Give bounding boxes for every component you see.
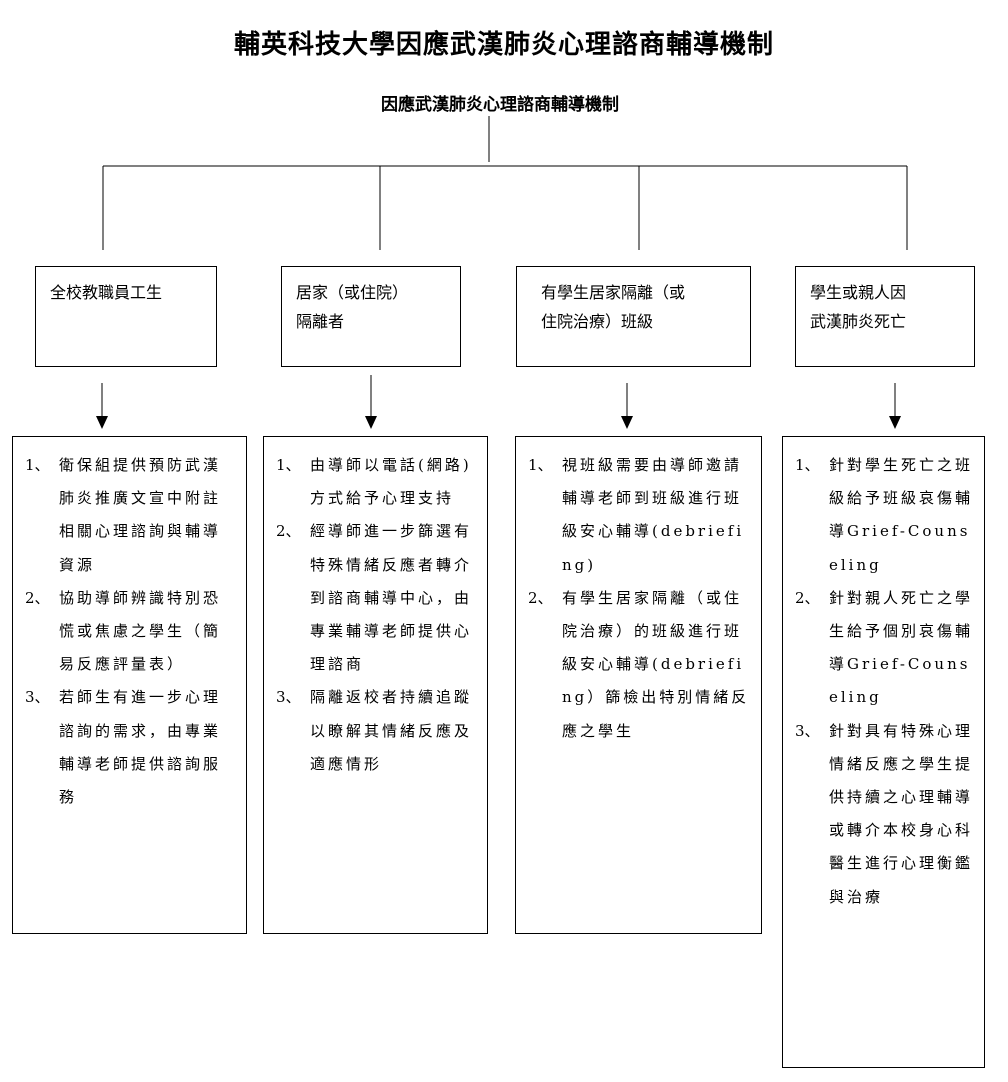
detail-item: 2、協助導師辨識特別恐慌或焦慮之學生（簡易反應評量表） xyxy=(25,582,236,682)
detail-item: 3、若師生有進一步心理諮詢的需求，由專業輔導老師提供諮詢服務 xyxy=(25,681,236,814)
detail-list: 1、針對學生死亡之班級給予班級哀傷輔導Grief-Counseling 2、針對… xyxy=(795,449,974,914)
item-number: 2、 xyxy=(25,588,50,607)
item-text: 有學生居家隔離（或住院治療）的班級進行班級安心輔導(debriefing）篩檢出… xyxy=(562,588,750,740)
item-number: 3、 xyxy=(795,721,820,740)
item-text: 針對學生死亡之班級給予班級哀傷輔導Grief-Counseling xyxy=(829,456,974,574)
item-number: 1、 xyxy=(276,456,301,474)
item-text: 視班級需要由導師邀請輔導老師到班級進行班級安心輔導(debriefing) xyxy=(562,456,745,574)
detail-list: 1、由導師以電話(網路)方式給予心理支持 2、經導師進一步篩選有特殊情緒反應者轉… xyxy=(276,449,477,781)
item-text: 針對具有特殊心理情緒反應之學生提供持續之心理輔導或轉介本校身心科醫生進行心理衡鑑… xyxy=(829,721,974,906)
item-text: 隔離返校者持續追蹤以瞭解其情緒反應及適應情形 xyxy=(310,688,473,773)
chart-root-label: 因應武漢肺炎心理諮商輔導機制 xyxy=(381,95,619,115)
arrowhead-1 xyxy=(96,416,108,429)
item-number: 2、 xyxy=(528,588,553,607)
category-box-2: 居家（或住院） 隔離者 xyxy=(281,266,461,367)
arrowhead-3 xyxy=(621,416,633,429)
arrowhead-4 xyxy=(889,416,901,429)
category-box-4: 學生或親人因 武漢肺炎死亡 xyxy=(795,266,975,367)
item-number: 1、 xyxy=(795,456,820,474)
item-text: 針對親人死亡之學生給予個別哀傷輔導Grief-Counseling xyxy=(829,588,974,707)
page-title: 輔英科技大學因應武漢肺炎心理諮商輔導機制 xyxy=(233,30,774,60)
detail-item: 2、針對親人死亡之學生給予個別哀傷輔導Grief-Counseling xyxy=(795,582,974,715)
item-text: 經導師進一步篩選有特殊情緒反應者轉介到諮商輔導中心，由專業輔導老師提供心理諮商 xyxy=(310,522,473,674)
category-label: 全校教職員工生 xyxy=(50,283,163,302)
detail-item: 1、視班級需要由導師邀請輔導老師到班級進行班級安心輔導(debriefing) xyxy=(528,449,751,582)
detail-box-3: 1、視班級需要由導師邀請輔導老師到班級進行班級安心輔導(debriefing) … xyxy=(515,436,762,934)
detail-item: 2、有學生居家隔離（或住院治療）的班級進行班級安心輔導(debriefing）篩… xyxy=(528,582,751,748)
detail-item: 1、衛保組提供預防武漢肺炎推廣文宣中附註相關心理諮詢與輔導資源 xyxy=(25,449,236,582)
item-number: 1、 xyxy=(25,456,50,474)
detail-item: 2、經導師進一步篩選有特殊情緒反應者轉介到諮商輔導中心，由專業輔導老師提供心理諮… xyxy=(276,515,477,681)
item-number: 3、 xyxy=(25,688,50,707)
item-text: 若師生有進一步心理諮詢的需求，由專業輔導老師提供諮詢服務 xyxy=(59,688,222,807)
category-box-1: 全校教職員工生 xyxy=(35,266,217,367)
detail-list: 1、視班級需要由導師邀請輔導老師到班級進行班級安心輔導(debriefing) … xyxy=(528,449,751,748)
item-text: 由導師以電話(網路)方式給予心理支持 xyxy=(310,456,472,508)
detail-box-4: 1、針對學生死亡之班級給予班級哀傷輔導Grief-Counseling 2、針對… xyxy=(782,436,985,1068)
item-number: 2、 xyxy=(276,522,301,541)
category-label: 學生或親人因 武漢肺炎死亡 xyxy=(810,283,907,331)
detail-list: 1、衛保組提供預防武漢肺炎推廣文宣中附註相關心理諮詢與輔導資源 2、協助導師辨識… xyxy=(25,449,236,814)
category-box-3: 有學生居家隔離（或 住院治療）班級 xyxy=(516,266,751,367)
item-number: 2、 xyxy=(795,588,820,607)
detail-item: 3、隔離返校者持續追蹤以瞭解其情緒反應及適應情形 xyxy=(276,681,477,781)
item-number: 1、 xyxy=(528,456,553,474)
detail-item: 1、針對學生死亡之班級給予班級哀傷輔導Grief-Counseling xyxy=(795,449,974,582)
item-number: 3、 xyxy=(276,688,301,707)
detail-item: 1、由導師以電話(網路)方式給予心理支持 xyxy=(276,449,477,515)
item-text: 衛保組提供預防武漢肺炎推廣文宣中附註相關心理諮詢與輔導資源 xyxy=(59,456,222,574)
arrowhead-2 xyxy=(365,416,377,429)
category-label: 有學生居家隔離（或 住院治療）班級 xyxy=(541,283,686,331)
category-label: 居家（或住院） 隔離者 xyxy=(296,283,409,331)
detail-box-2: 1、由導師以電話(網路)方式給予心理支持 2、經導師進一步篩選有特殊情緒反應者轉… xyxy=(263,436,488,934)
detail-box-1: 1、衛保組提供預防武漢肺炎推廣文宣中附註相關心理諮詢與輔導資源 2、協助導師辨識… xyxy=(12,436,247,934)
item-text: 協助導師辨識特別恐慌或焦慮之學生（簡易反應評量表） xyxy=(59,588,222,674)
detail-item: 3、針對具有特殊心理情緒反應之學生提供持續之心理輔導或轉介本校身心科醫生進行心理… xyxy=(795,715,974,914)
